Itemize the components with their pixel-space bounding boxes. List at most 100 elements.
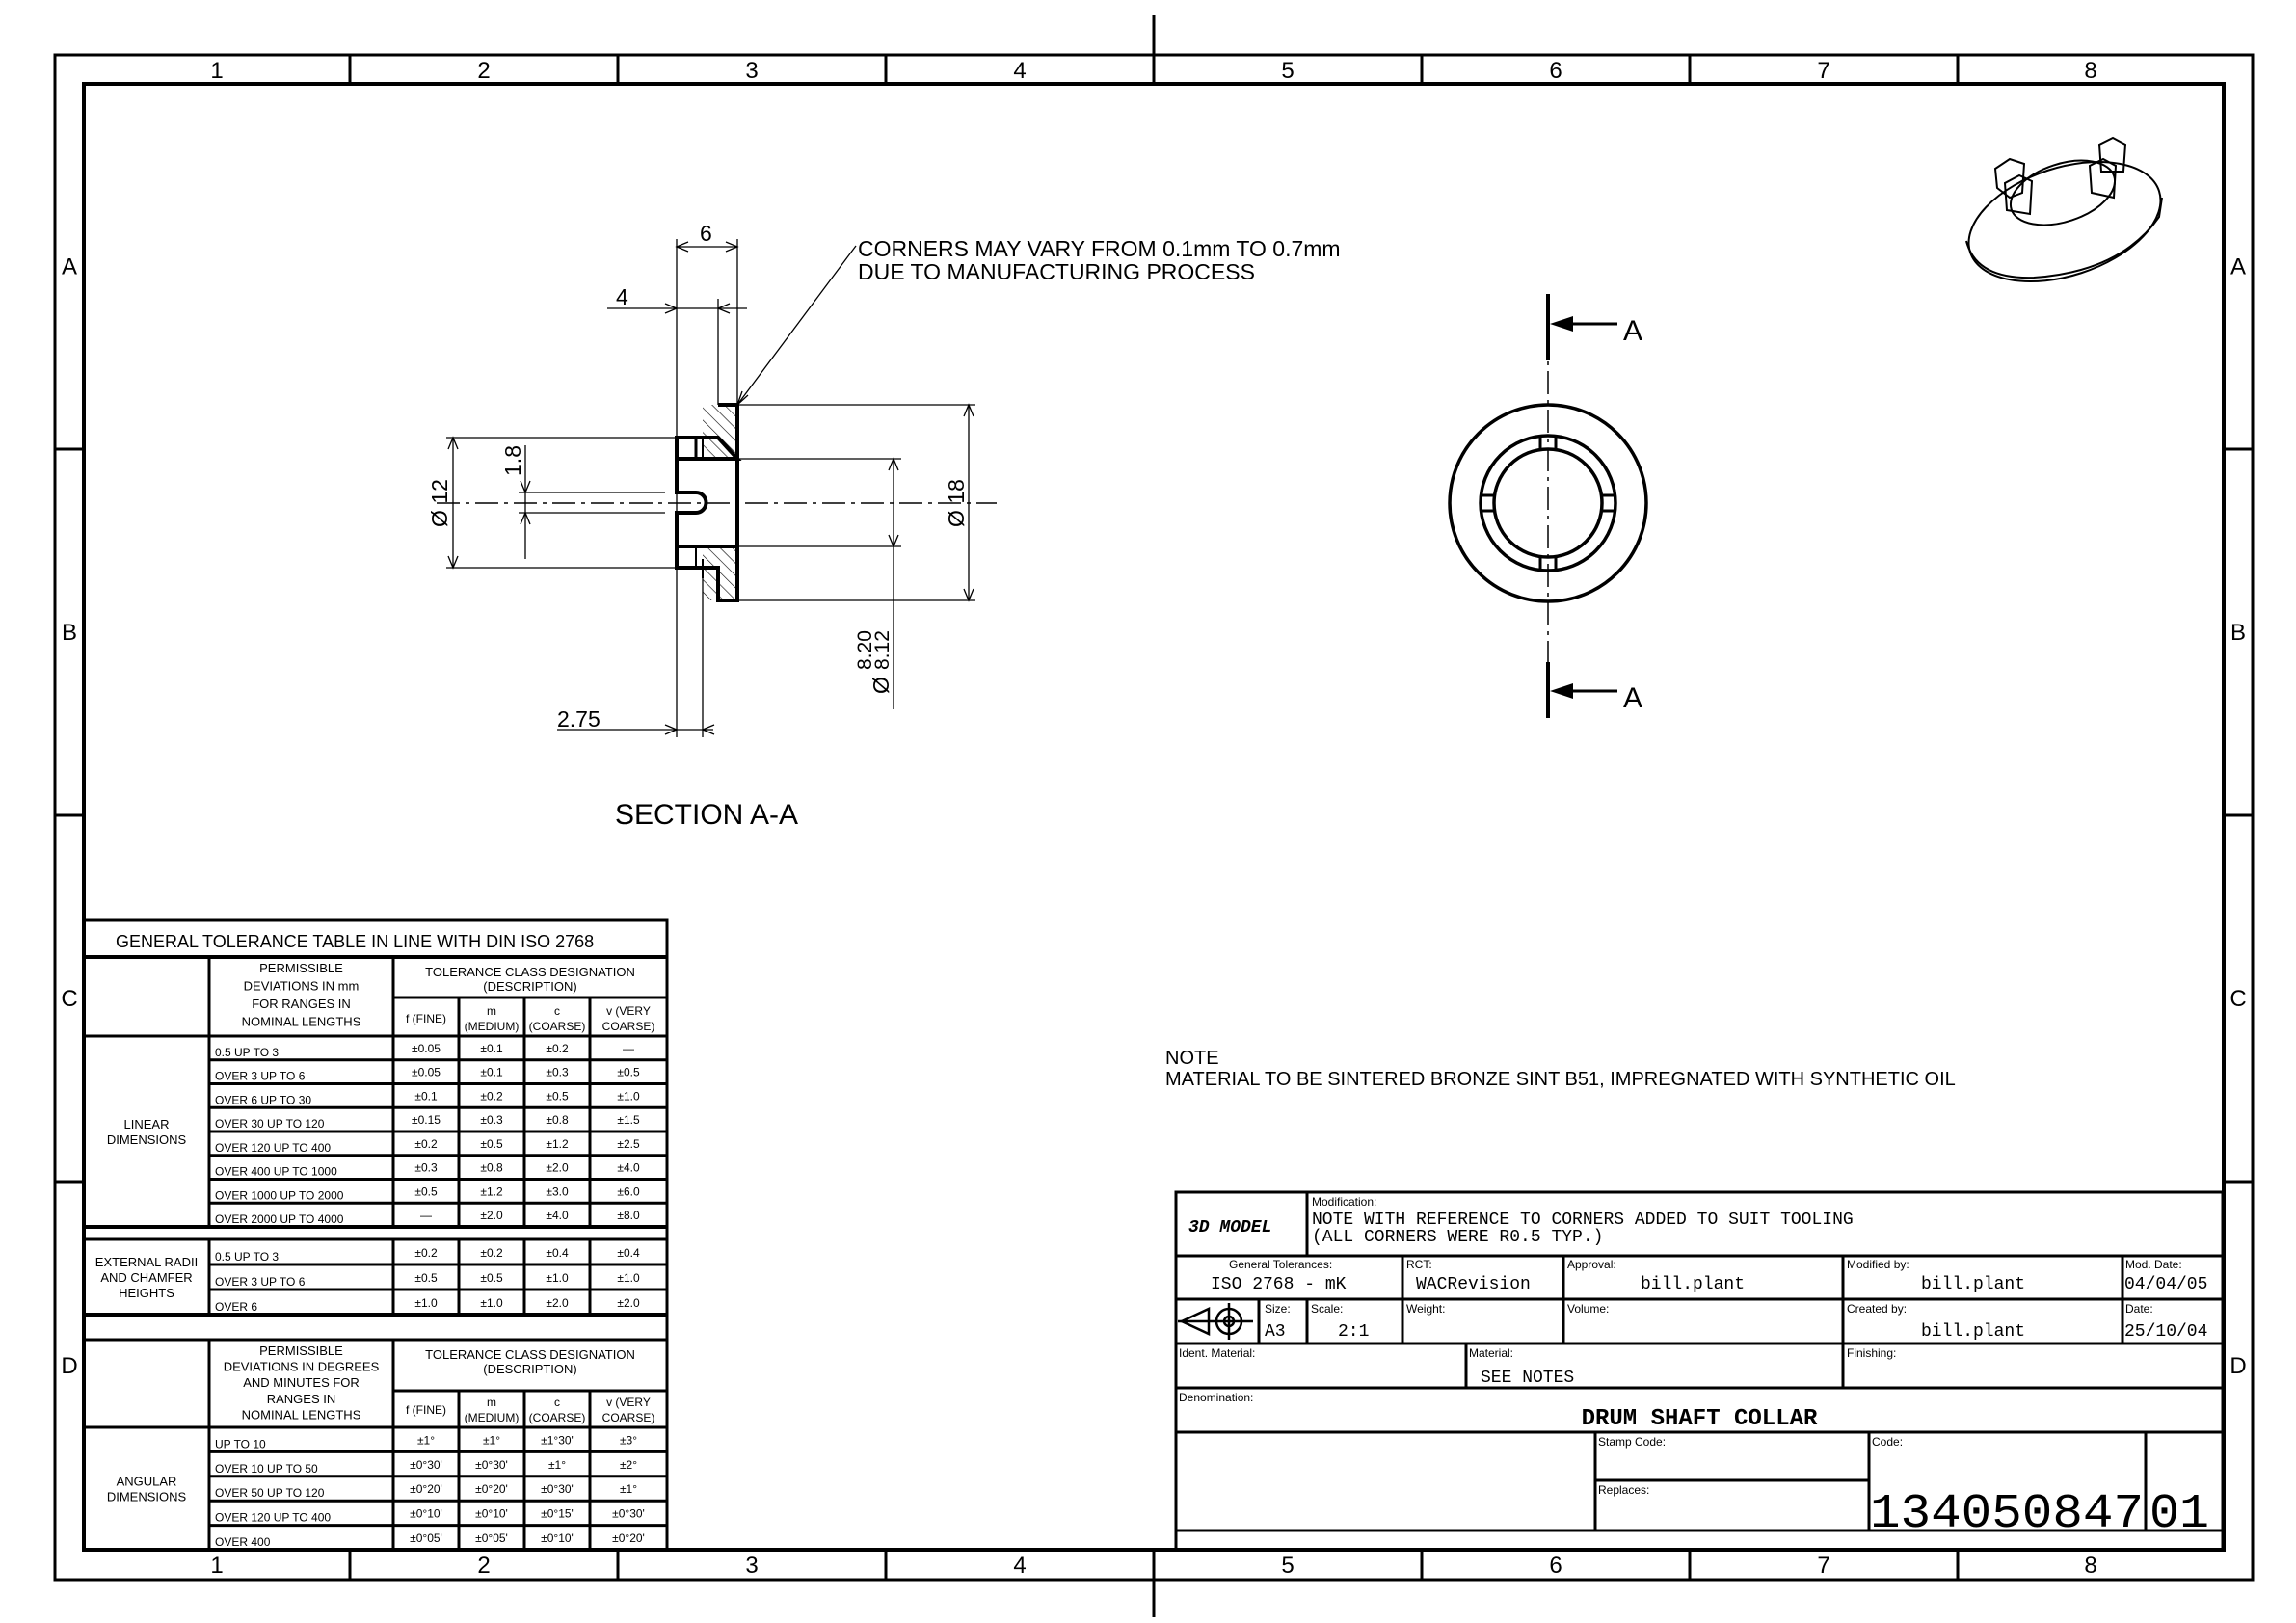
volume-label: Volume:	[1567, 1302, 1609, 1316]
class-designation-title: TOLERANCE CLASS DESIGNATION	[425, 965, 635, 979]
tolerance-value: ±0°05'	[410, 1531, 442, 1545]
front-view: A A	[1448, 294, 1648, 718]
tolerance-value: ±0.5	[480, 1271, 503, 1285]
tolerance-value: ±0.5	[414, 1271, 438, 1285]
size-label: Size:	[1265, 1302, 1291, 1316]
zone-column-label-top: 1	[210, 58, 223, 84]
class-header: f (FINE)	[406, 1403, 446, 1417]
tolerance-value: ±1°	[417, 1433, 435, 1447]
tolerance-value: ±1.2	[546, 1137, 569, 1151]
ident-material-label: Ident. Material:	[1179, 1346, 1255, 1360]
tolerance-value: ±0.05	[412, 1066, 441, 1079]
tolerance-value: ±0°20'	[410, 1482, 442, 1496]
linear-dimensions-label: DIMENSIONS	[107, 1132, 187, 1147]
tolerance-range: OVER 10 UP TO 50	[215, 1462, 318, 1476]
linear-dimensions-label: LINEAR	[124, 1117, 170, 1131]
tolerance-value: ±0.8	[546, 1113, 569, 1127]
denomination-value: DRUM SHAFT COLLAR	[1582, 1406, 1818, 1432]
tolerance-value: ±0°30'	[410, 1458, 442, 1472]
tolerance-value: ±0°20'	[612, 1531, 645, 1545]
modification-line1: NOTE WITH REFERENCE TO CORNERS ADDED TO …	[1312, 1211, 1854, 1230]
class-header: m	[487, 1004, 496, 1018]
class-header: c	[554, 1004, 560, 1018]
class-header: c	[554, 1396, 560, 1409]
isometric-preview	[1965, 136, 2163, 283]
zone-row-label-right: B	[2230, 620, 2246, 646]
dim-bore-symbol: Ø	[868, 677, 894, 694]
general-tolerances-value: ISO 2768 - mK	[1211, 1275, 1347, 1294]
note-heading: NOTE	[1165, 1048, 1219, 1069]
note-text: MATERIAL TO BE SINTERED BRONZE SINT B51,…	[1165, 1069, 1956, 1090]
angular-dimensions-label: ANGULAR	[117, 1475, 177, 1489]
modification-line2: (ALL CORNERS WERE R0.5 TYP.)	[1312, 1228, 1603, 1247]
section-marker-bottom: A	[1623, 682, 1642, 714]
section-marker-top: A	[1623, 315, 1642, 347]
material-label: Material:	[1469, 1346, 1513, 1360]
tolerance-value: ±6.0	[617, 1184, 640, 1198]
tolerance-value: ±4.0	[617, 1161, 640, 1175]
dim-bore-lower: 8.12	[871, 630, 894, 670]
scale-label: Scale:	[1311, 1302, 1343, 1316]
tolerance-value: ±0°10'	[410, 1507, 442, 1521]
zone-column-label-bottom: 3	[745, 1553, 758, 1579]
tolerance-value: ±3°	[620, 1433, 637, 1447]
tolerance-value: ±4.0	[546, 1209, 569, 1222]
tolerance-value: ±0°15'	[541, 1507, 574, 1521]
tolerance-range: OVER 6 UP TO 30	[215, 1093, 311, 1106]
tolerance-value: —	[623, 1042, 634, 1055]
class-header: (COARSE)	[529, 1020, 586, 1033]
tolerance-value: ±1.0	[480, 1296, 503, 1310]
mod-date-value: 04/04/05	[2124, 1275, 2207, 1294]
created-by-value: bill.plant	[1921, 1322, 2025, 1342]
class-header: (MEDIUM)	[465, 1020, 520, 1033]
dim-flange-offset: 4	[616, 284, 628, 309]
tolerance-value: ±0.15	[412, 1113, 441, 1127]
tolerance-value: ±3.0	[546, 1184, 569, 1198]
zone-row-label-right: A	[2230, 254, 2246, 280]
radii-chamfer-label: EXTERNAL RADII	[95, 1255, 198, 1269]
radii-chamfer-label: HEIGHTS	[119, 1286, 174, 1300]
deviation-desc-line: DEVIATIONS IN DEGREES	[224, 1360, 380, 1374]
zone-column-label-top: 6	[1549, 58, 1562, 84]
zone-column-label-bottom: 1	[210, 1553, 223, 1579]
section-title: SECTION A-A	[615, 799, 798, 831]
dim-bore-upper: 8.20	[854, 630, 876, 670]
zone-row-label-left: D	[61, 1353, 77, 1379]
tolerance-range: OVER 2000 UP TO 4000	[215, 1212, 344, 1226]
deviation-desc-line: DEVIATIONS IN mm	[244, 979, 360, 994]
zone-column-label-bottom: 7	[1817, 1553, 1829, 1579]
corner-note-line2: DUE TO MANUFACTURING PROCESS	[858, 259, 1255, 284]
tolerance-range: OVER 3 UP TO 6	[215, 1275, 306, 1289]
tolerance-value: ±1.2	[480, 1184, 503, 1198]
tolerance-range: OVER 120 UP TO 400	[215, 1141, 331, 1155]
tolerance-value: ±2°	[620, 1458, 637, 1472]
tolerance-value: ±0.5	[480, 1137, 503, 1151]
class-header: f (FINE)	[406, 1012, 446, 1025]
dim-hub-diameter: Ø 12	[427, 479, 452, 527]
tolerance-value: ±0.1	[480, 1066, 503, 1079]
tolerance-value: ±0.3	[414, 1161, 438, 1175]
tolerance-value: ±0.3	[480, 1113, 503, 1127]
mod-date-label: Mod. Date:	[2125, 1258, 2182, 1271]
tolerance-value: ±0°10'	[475, 1507, 508, 1521]
model-label: 3D MODEL	[1188, 1218, 1271, 1237]
tolerance-value: ±2.5	[617, 1137, 640, 1151]
tolerance-value: ±1°	[620, 1482, 637, 1496]
dim-flange-diameter: Ø 18	[944, 479, 969, 527]
tolerance-value: ±0°10'	[541, 1531, 574, 1545]
zone-column-label-top: 4	[1013, 58, 1026, 84]
tolerance-value: ±1°30'	[541, 1433, 574, 1447]
class-header: (COARSE)	[529, 1411, 586, 1424]
finishing-label: Finishing:	[1847, 1346, 1896, 1360]
tolerance-range: 0.5 UP TO 3	[215, 1046, 279, 1059]
class-header: (MEDIUM)	[465, 1411, 520, 1424]
dim-overall-width: 6	[700, 221, 712, 246]
deviation-desc-line: NOMINAL LENGTHS	[242, 1407, 361, 1422]
projection-symbol-icon	[1178, 1303, 1253, 1340]
approval-value: bill.plant	[1641, 1275, 1745, 1294]
tolerance-value: ±1.0	[617, 1271, 640, 1285]
rct-value: WACRevision	[1416, 1275, 1531, 1294]
class-designation-desc: (DESCRIPTION)	[483, 1362, 577, 1376]
